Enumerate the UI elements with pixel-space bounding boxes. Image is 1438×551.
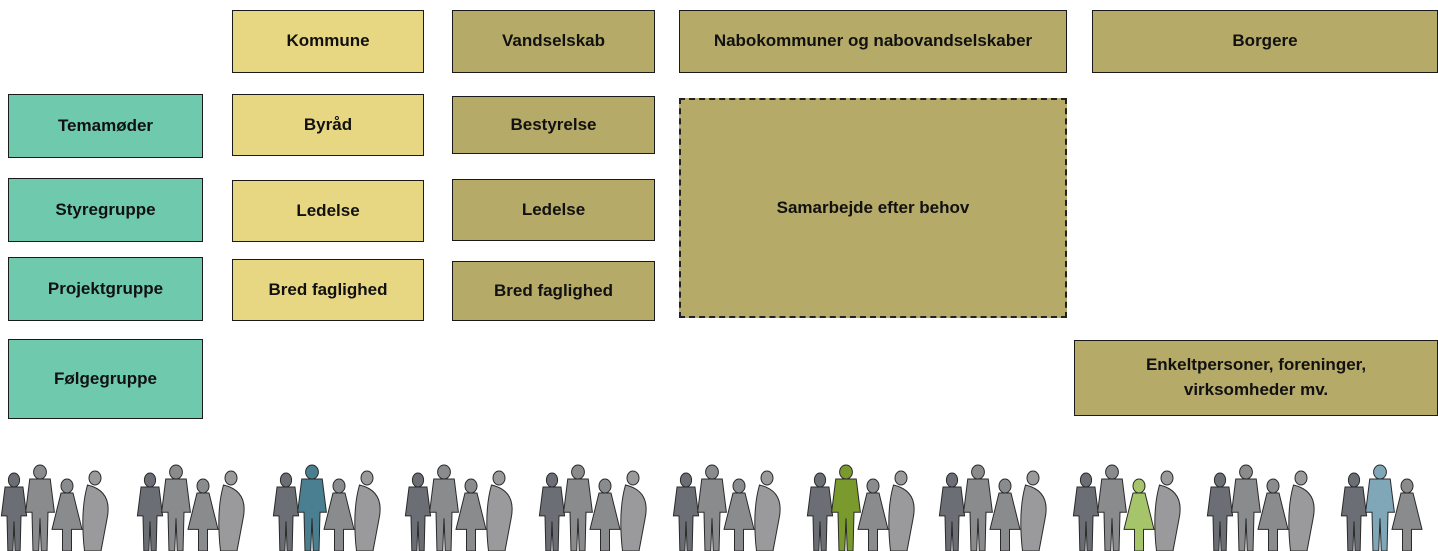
person-figure <box>218 470 245 551</box>
person-figure <box>187 478 219 551</box>
person-figure <box>989 478 1021 551</box>
person-figure <box>1340 472 1368 551</box>
person-figure <box>963 464 993 551</box>
person-figure <box>831 464 861 551</box>
person-figure <box>297 464 327 551</box>
header-vandselskab: Vandselskab <box>452 10 655 73</box>
person-figure <box>1097 464 1127 551</box>
person-figure <box>82 470 109 551</box>
person-figure <box>563 464 593 551</box>
person-figure <box>161 464 191 551</box>
person-figure <box>1288 470 1315 551</box>
group-temamoder: Temamøder <box>8 94 203 158</box>
person-figure <box>754 470 781 551</box>
header-kommune: Kommune <box>232 10 424 73</box>
group-styregruppe: Styregruppe <box>8 178 203 242</box>
kommune-ledelse: Ledelse <box>232 180 424 242</box>
borgere-line-1: Enkeltpersoner, foreninger, <box>1145 355 1367 375</box>
people-silhouettes <box>0 464 1423 551</box>
person-figure <box>1365 464 1395 551</box>
person-figure <box>1391 478 1423 551</box>
samarbejde-label: Samarbejde efter behov <box>776 197 970 217</box>
vandselskab-bred-faglighed: Bred faglighed <box>452 261 655 321</box>
person-figure <box>323 478 355 551</box>
person-figure <box>25 464 55 551</box>
group-projektgruppe: Projektgruppe <box>8 257 203 321</box>
person-figure <box>1123 478 1155 551</box>
person-figure <box>1072 472 1100 551</box>
person-figure <box>354 470 381 551</box>
person-figure <box>538 472 566 551</box>
person-figure <box>1154 470 1181 551</box>
vandselskab-ledelse: Ledelse <box>452 179 655 241</box>
person-figure <box>806 472 834 551</box>
person-figure <box>455 478 487 551</box>
person-figure <box>404 472 432 551</box>
group-folgegruppe: Følgegruppe <box>8 339 203 419</box>
person-figure <box>1206 472 1234 551</box>
borgere-box: Enkeltpersoner, foreninger, virksomheder… <box>1074 340 1438 416</box>
person-figure <box>1020 470 1047 551</box>
person-figure <box>857 478 889 551</box>
person-figure <box>938 472 966 551</box>
vandselskab-bestyrelse: Bestyrelse <box>452 96 655 154</box>
samarbejde-box: Samarbejde efter behov <box>679 98 1067 318</box>
person-figure <box>888 470 915 551</box>
kommune-bred-faglighed: Bred faglighed <box>232 259 424 321</box>
person-figure <box>697 464 727 551</box>
person-figure <box>272 472 300 551</box>
person-figure <box>672 472 700 551</box>
person-figure <box>620 470 647 551</box>
borgere-line-2: virksomheder mv. <box>1183 380 1329 399</box>
person-figure <box>1257 478 1289 551</box>
person-figure <box>723 478 755 551</box>
header-nabokommuner: Nabokommuner og nabovandselskaber <box>679 10 1067 73</box>
kommune-byrad: Byråd <box>232 94 424 156</box>
person-figure <box>429 464 459 551</box>
person-figure <box>1231 464 1261 551</box>
person-figure <box>51 478 83 551</box>
person-figure <box>589 478 621 551</box>
person-figure <box>136 472 164 551</box>
person-figure <box>486 470 513 551</box>
header-borgere: Borgere <box>1092 10 1438 73</box>
person-figure <box>0 472 28 551</box>
